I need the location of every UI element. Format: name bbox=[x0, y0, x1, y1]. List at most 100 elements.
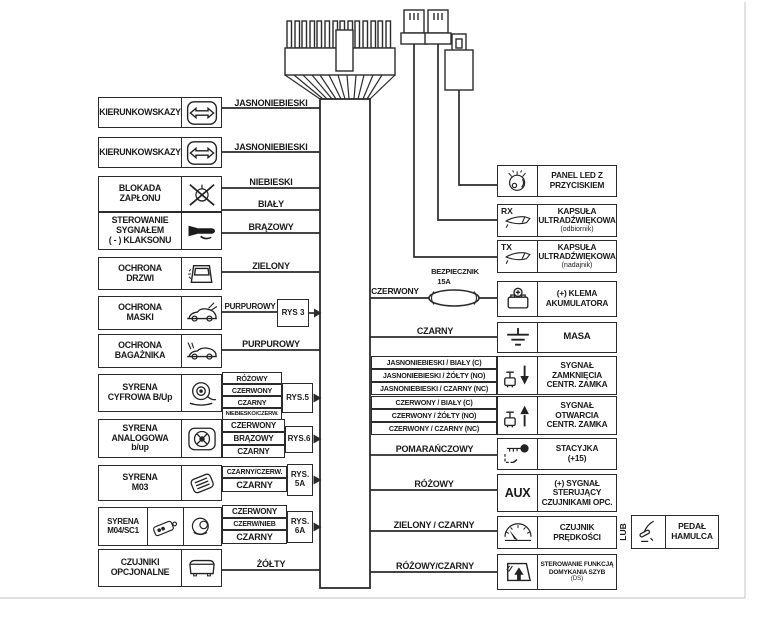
module-label: KIERUNKOWSKAZY bbox=[99, 146, 181, 157]
wire-label-box: CZERWONY / BIAŁY (C) bbox=[371, 396, 497, 409]
wire-label-box: CZARNY bbox=[222, 478, 287, 492]
wire-label: ZIELONY bbox=[252, 261, 290, 271]
module-horn-control: STEROWANIE SYGNAŁEM ( - ) KLAKSONU bbox=[98, 212, 222, 250]
module-label: OCHRONA DRZWI bbox=[118, 262, 162, 283]
module-door-protection: OCHRONA DRZWI bbox=[98, 257, 222, 290]
module-sublabel: (odbiornik) bbox=[560, 226, 594, 233]
wire-label-box: CZARNY/CZERW. bbox=[222, 466, 287, 478]
wire-label-box: CZARNY bbox=[222, 445, 285, 458]
wire-label: PURPUROWY bbox=[224, 302, 276, 311]
wire-label: JASNONIEBIESKI bbox=[234, 98, 308, 108]
wiring-trunk bbox=[319, 98, 371, 589]
wire-label: BIAŁY bbox=[257, 199, 284, 209]
brake-pedal-icon bbox=[632, 516, 666, 548]
wire-label: PURPUROWY bbox=[242, 339, 300, 349]
module-label: SYRENA CYFROWA B/Up bbox=[107, 382, 173, 402]
wire-label-box: CZERWONY bbox=[222, 384, 282, 396]
module-label: KAPSUŁA ULTRADŹWIĘKOWA bbox=[538, 241, 616, 262]
module-label: STEROWANIE FUNKCJĄ DOMYKANIA SZYB bbox=[540, 561, 614, 576]
horn-icon bbox=[181, 213, 221, 249]
module-label: SYGNAŁ ZAMKNIĘCIA CENTR. ZAMKA bbox=[546, 360, 608, 390]
ignition-blocked-icon bbox=[181, 177, 221, 211]
fuse-rating: 15A bbox=[437, 277, 451, 286]
module-label: KIERUNKOWSKAZY bbox=[99, 106, 181, 117]
wire-label: NIEBIESKI bbox=[249, 177, 293, 187]
car-door-icon bbox=[181, 258, 221, 289]
module-label: SYRENA ANALOGOWA b/up bbox=[111, 422, 169, 453]
module-label: OCHRONA MASKI bbox=[118, 302, 162, 322]
optional-sensor-icon bbox=[181, 550, 221, 586]
module-led-panel: PANEL LED Z PRZYCISKIEM bbox=[497, 165, 617, 197]
digital-siren-icon bbox=[181, 375, 221, 411]
car-hood-icon bbox=[181, 297, 221, 329]
wire-label: POMARAŃCZOWY bbox=[395, 444, 474, 454]
siren-m03-icon bbox=[181, 466, 221, 500]
module-trunk-protection: OCHRONA BAGAŻNIKA bbox=[98, 334, 222, 368]
wire-label: BRĄZOWY bbox=[248, 222, 294, 232]
rys-3-box: RYS 3 bbox=[277, 299, 309, 327]
main-connector bbox=[284, 20, 396, 76]
wire-label-box: CZERW/NIEB bbox=[222, 518, 287, 530]
fuse-symbol bbox=[428, 289, 480, 307]
module-brake-pedal: PEDAŁ HAMULCA bbox=[631, 515, 719, 549]
wire-label: ŻÓŁTY bbox=[256, 559, 286, 569]
module-label: SYRENA M03 bbox=[122, 472, 158, 492]
fuse-label: BEZPIECZNIK bbox=[431, 267, 479, 276]
wire-label-box: JASNONIEBIESKI / BIAŁY (C) bbox=[371, 356, 497, 369]
module-hood-protection: OCHRONA MASKI bbox=[98, 296, 222, 330]
module-label: PANEL LED Z PRZYCISKIEM bbox=[549, 170, 605, 190]
module-label: KAPSUŁA ULTRADŹWIĘKOWA bbox=[538, 205, 616, 226]
remote-icon bbox=[147, 508, 183, 545]
wire-label-box: CZARNY bbox=[222, 530, 287, 544]
module-lock-close-signal: SYGNAŁ ZAMKNIĘCIA CENTR. ZAMKA bbox=[497, 356, 617, 395]
ground-icon bbox=[498, 323, 538, 352]
wire-label-box: JASNONIEBIESKI / CZARNY (NC) bbox=[371, 382, 497, 395]
wire-label-box: CZERWONY bbox=[222, 419, 285, 432]
speedometer-icon bbox=[498, 517, 538, 548]
ignition-key-icon bbox=[498, 439, 538, 469]
lock-actuator-up-icon bbox=[498, 397, 538, 434]
analog-siren-icon bbox=[181, 420, 221, 457]
module-ultrasonic-rx: RX KAPSUŁA ULTRADŹWIĘKOWA(odbiornik) bbox=[497, 204, 617, 237]
ultrasonic-capsule-icon: TX bbox=[498, 241, 538, 272]
module-battery-clamp: (+) KLEMA AKUMULATORA bbox=[497, 281, 617, 317]
module-analog-siren: SYRENA ANALOGOWA b/up bbox=[98, 419, 222, 458]
sensor-plugs bbox=[400, 9, 474, 91]
module-siren-m03: SYRENA M03 bbox=[98, 465, 222, 501]
module-label: SYGNAŁ OTWARCIA CENTR. ZAMKA bbox=[546, 400, 608, 430]
module-optional-sensors: CZUJNIKI OPCJONALNE bbox=[98, 549, 222, 587]
ultrasonic-capsule-icon: RX bbox=[498, 205, 538, 236]
wire-label-box: CZARNY bbox=[222, 396, 282, 408]
module-label: (+) KLEMA AKUMULATORA bbox=[545, 288, 609, 308]
module-turn-signals-1: KIERUNKOWSKAZY bbox=[98, 97, 222, 128]
connector-fan bbox=[284, 74, 396, 100]
module-label: STEROWANIE SYGNAŁEM ( - ) KLAKSONU bbox=[108, 215, 172, 245]
page-border bbox=[0, 2, 746, 599]
module-label: MASA bbox=[563, 331, 591, 343]
turn-signals-icon bbox=[181, 98, 221, 127]
wire-label-box: CZERWONY bbox=[222, 505, 287, 518]
wire-label-box: JASNONIEBIESKI / ŻÓŁTY (NO) bbox=[371, 369, 497, 382]
rys-5a-box: RYS. 5A bbox=[287, 464, 313, 496]
wire-label-box: CZERWONY / CZARNY (NC) bbox=[371, 422, 497, 435]
lock-actuator-down-icon bbox=[498, 357, 538, 394]
battery-terminal-icon bbox=[498, 282, 538, 316]
window-closing-icon bbox=[498, 555, 538, 589]
module-lock-open-signal: SYGNAŁ OTWARCIA CENTR. ZAMKA bbox=[497, 396, 617, 435]
wire-label: JASNONIEBIESKI bbox=[234, 142, 308, 152]
led-panel-icon bbox=[498, 166, 538, 196]
module-label: CZUJNIKI OPCJONALNE bbox=[110, 557, 170, 577]
module-ignition-block: BLOKADA ZAPŁONU bbox=[98, 176, 222, 212]
or-conjunction: LUB bbox=[618, 523, 628, 541]
rx-tag: RX bbox=[501, 206, 513, 216]
tx-tag: TX bbox=[501, 242, 512, 252]
wire-label-box: RÓŻOWY bbox=[222, 372, 282, 384]
siren-m04-icon bbox=[183, 508, 219, 545]
wire-label: RÓŻOWY bbox=[414, 479, 454, 489]
module-label: BLOKADA ZAPŁONU bbox=[118, 183, 162, 203]
module-label: PEDAŁ HAMULCA bbox=[671, 521, 713, 541]
module-turn-signals-2: KIERUNKOWSKAZY bbox=[98, 137, 222, 168]
turn-signals-icon bbox=[181, 138, 221, 167]
